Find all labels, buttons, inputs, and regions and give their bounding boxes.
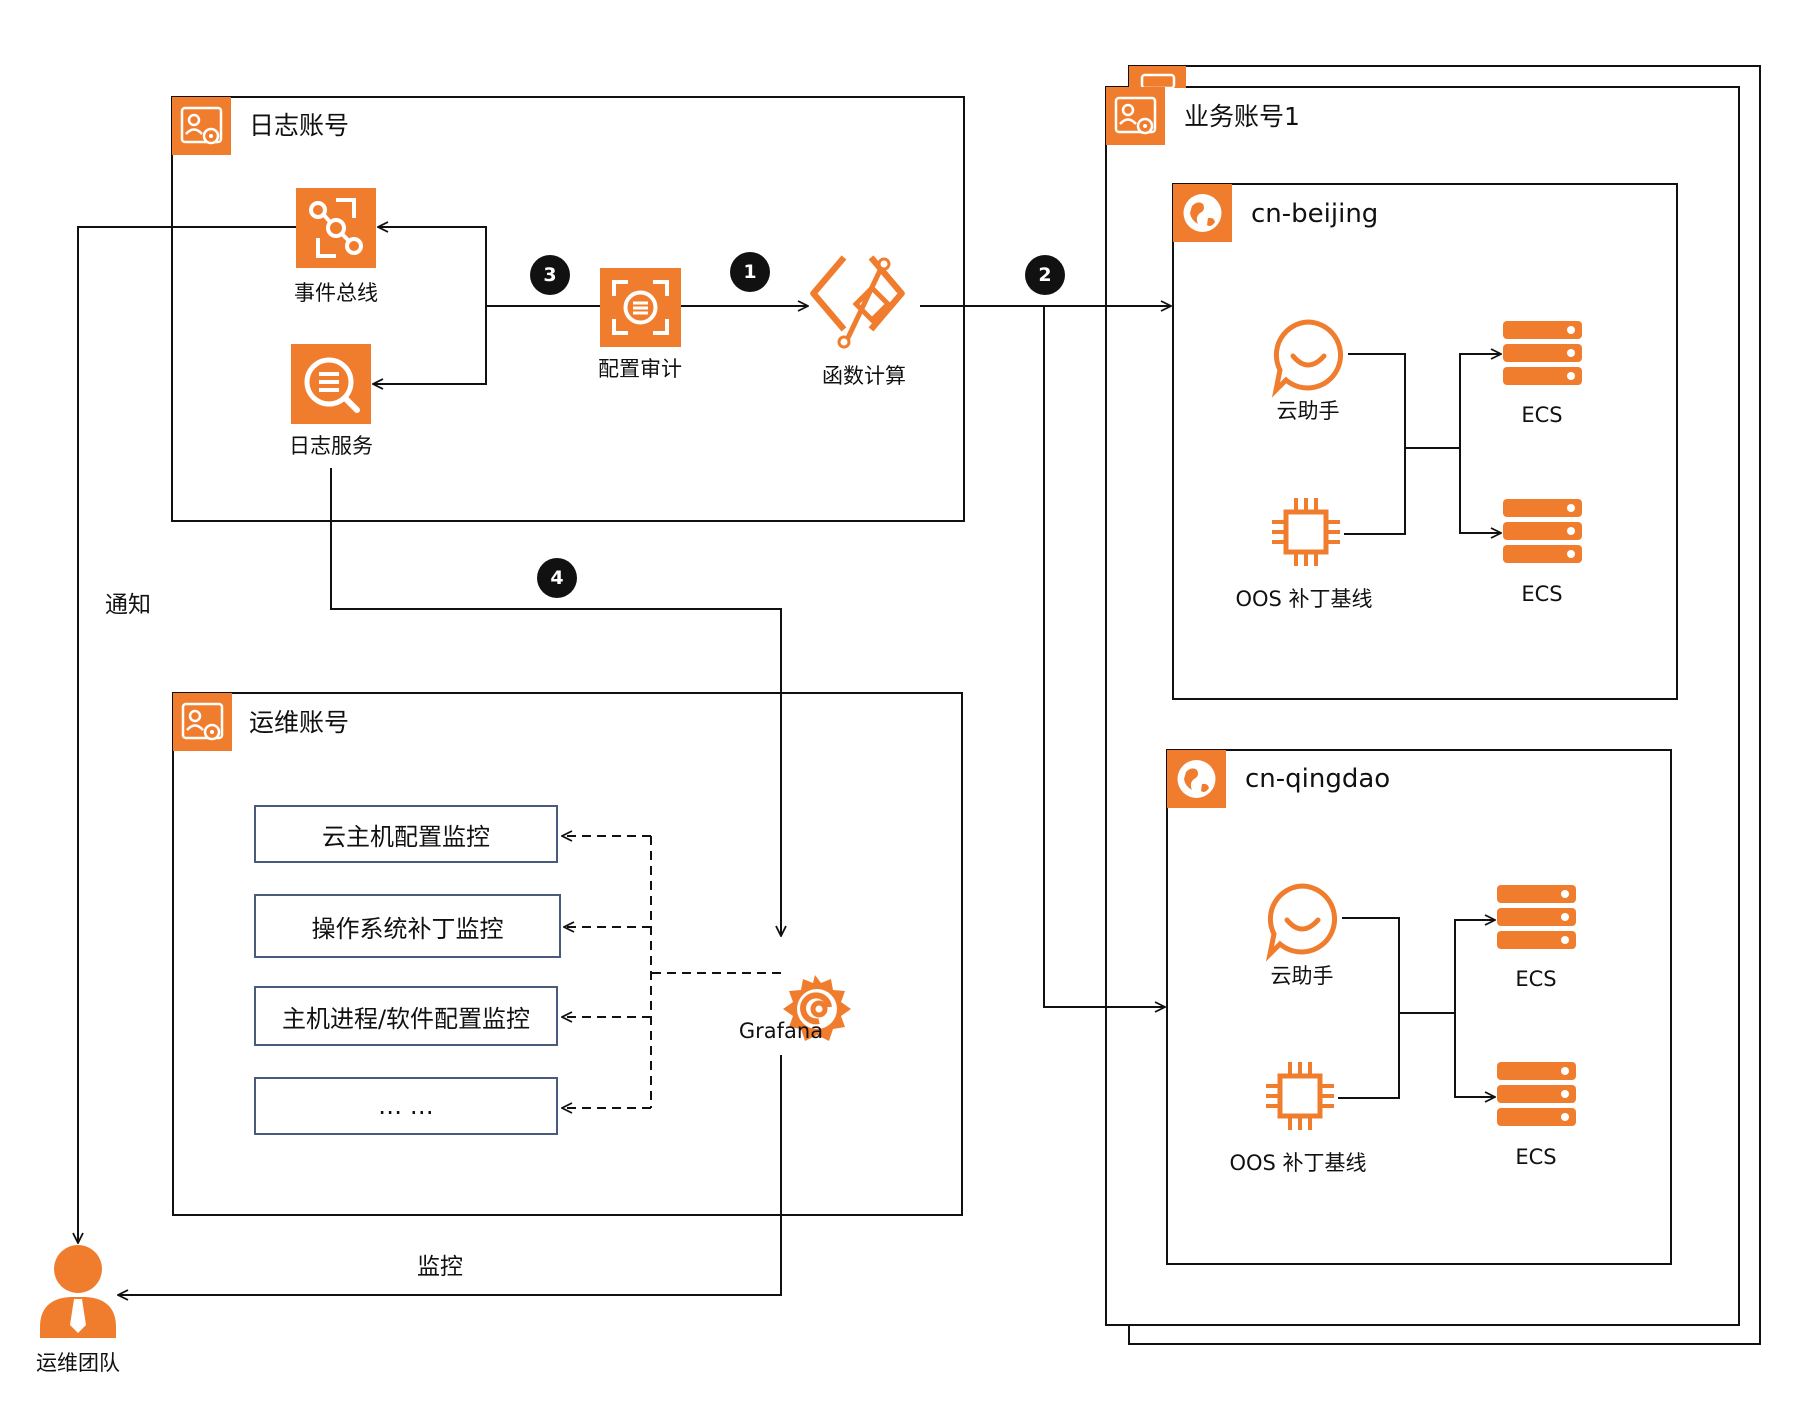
- arrow-fc-to-qingdao: [1043, 306, 1165, 1007]
- region-beijing-box: [1172, 183, 1678, 700]
- ops-team-label: 运维团队: [36, 1351, 120, 1375]
- config-label: 配置审计: [598, 357, 682, 381]
- monitor-box-process-software: 主机进程/软件配置监控: [254, 986, 558, 1046]
- log-service-icon: [291, 344, 371, 424]
- bj-assistant-label: 云助手: [1276, 399, 1340, 423]
- ops-account-title: 运维账号: [249, 708, 350, 737]
- region-qingdao-title: cn-qingdao: [1245, 764, 1391, 794]
- sls-label: 日志服务: [289, 434, 373, 458]
- ecs-icon: [1497, 1062, 1576, 1126]
- account-icon: [1106, 87, 1165, 145]
- config-audit-icon: [600, 268, 681, 347]
- log-account-box: [171, 96, 965, 522]
- oos-chip-icon: [1272, 498, 1340, 566]
- fc-label: 函数计算: [822, 364, 906, 388]
- qd-oos-label: OOS 补丁基线: [1229, 1151, 1367, 1175]
- grafana-label: Grafana: [738, 1019, 824, 1043]
- log-account-title: 日志账号: [249, 111, 350, 140]
- oos-chip-icon: [1266, 1062, 1334, 1130]
- qd-ecs-label-1: ECS: [1515, 967, 1557, 991]
- region-beijing-title: cn-beijing: [1251, 199, 1379, 229]
- biz-account-back-icon: [1129, 66, 1186, 88]
- ecs-icon: [1503, 321, 1582, 385]
- arrow-config-to-sls: [373, 306, 487, 384]
- region-qingdao-box: [1166, 749, 1672, 1265]
- cloud-assistant-icon: [1271, 319, 1344, 398]
- arrow-bj-ecs2: [1459, 448, 1501, 533]
- account-icon: [173, 693, 232, 751]
- bj-oos-label: OOS 补丁基线: [1235, 587, 1373, 611]
- globe-icon: [1167, 750, 1226, 808]
- eventbridge-label: 事件总线: [294, 281, 378, 305]
- step-badge-3: 3: [530, 255, 570, 295]
- arrow-qd-ecs2: [1454, 1013, 1495, 1097]
- account-icon: [172, 97, 231, 155]
- step-badge-1: 1: [730, 252, 770, 292]
- cloud-assistant-icon: [1265, 883, 1338, 962]
- grafana-icon: [783, 975, 851, 1041]
- globe-icon: [1173, 184, 1232, 242]
- arrow-qd-ecs1: [1454, 920, 1495, 1013]
- biz-account-box: [1105, 86, 1740, 1326]
- function-compute-icon: [810, 255, 905, 349]
- ecs-icon: [1503, 499, 1582, 563]
- qd-ecs-label-2: ECS: [1515, 1145, 1557, 1169]
- arrow-config-to-eventbridge: [378, 227, 600, 307]
- monitor-label: 监控: [417, 1254, 463, 1280]
- monitor-box-os-patch: 操作系统补丁监控: [254, 894, 561, 958]
- biz-account-title: 业务账号1: [1184, 102, 1300, 131]
- person-icon: [40, 1245, 116, 1338]
- arrow-notify: [78, 226, 296, 1243]
- eventbridge-icon: [296, 188, 376, 268]
- step-badge-2: 2: [1025, 255, 1065, 295]
- monitor-box-more: … …: [254, 1077, 558, 1135]
- qd-assistant-label: 云助手: [1270, 964, 1334, 988]
- bj-ecs-label-2: ECS: [1521, 582, 1563, 606]
- ops-account-box: [172, 692, 963, 1216]
- arrow-monitor: [118, 1055, 782, 1295]
- arrow-sls-to-grafana: [330, 468, 781, 936]
- link-qd-assistant: [1342, 917, 1400, 1013]
- ecs-icon: [1497, 885, 1576, 949]
- bj-ecs-label-1: ECS: [1521, 403, 1563, 427]
- notify-label: 通知: [105, 592, 151, 618]
- link-bj-oos: [1344, 448, 1406, 535]
- link-qd-oos: [1338, 1013, 1400, 1099]
- link-bj-assistant: [1348, 353, 1406, 448]
- step-badge-4: 4: [537, 558, 577, 598]
- monitor-box-host-config: 云主机配置监控: [254, 805, 558, 863]
- arrow-bj-ecs1: [1459, 354, 1501, 448]
